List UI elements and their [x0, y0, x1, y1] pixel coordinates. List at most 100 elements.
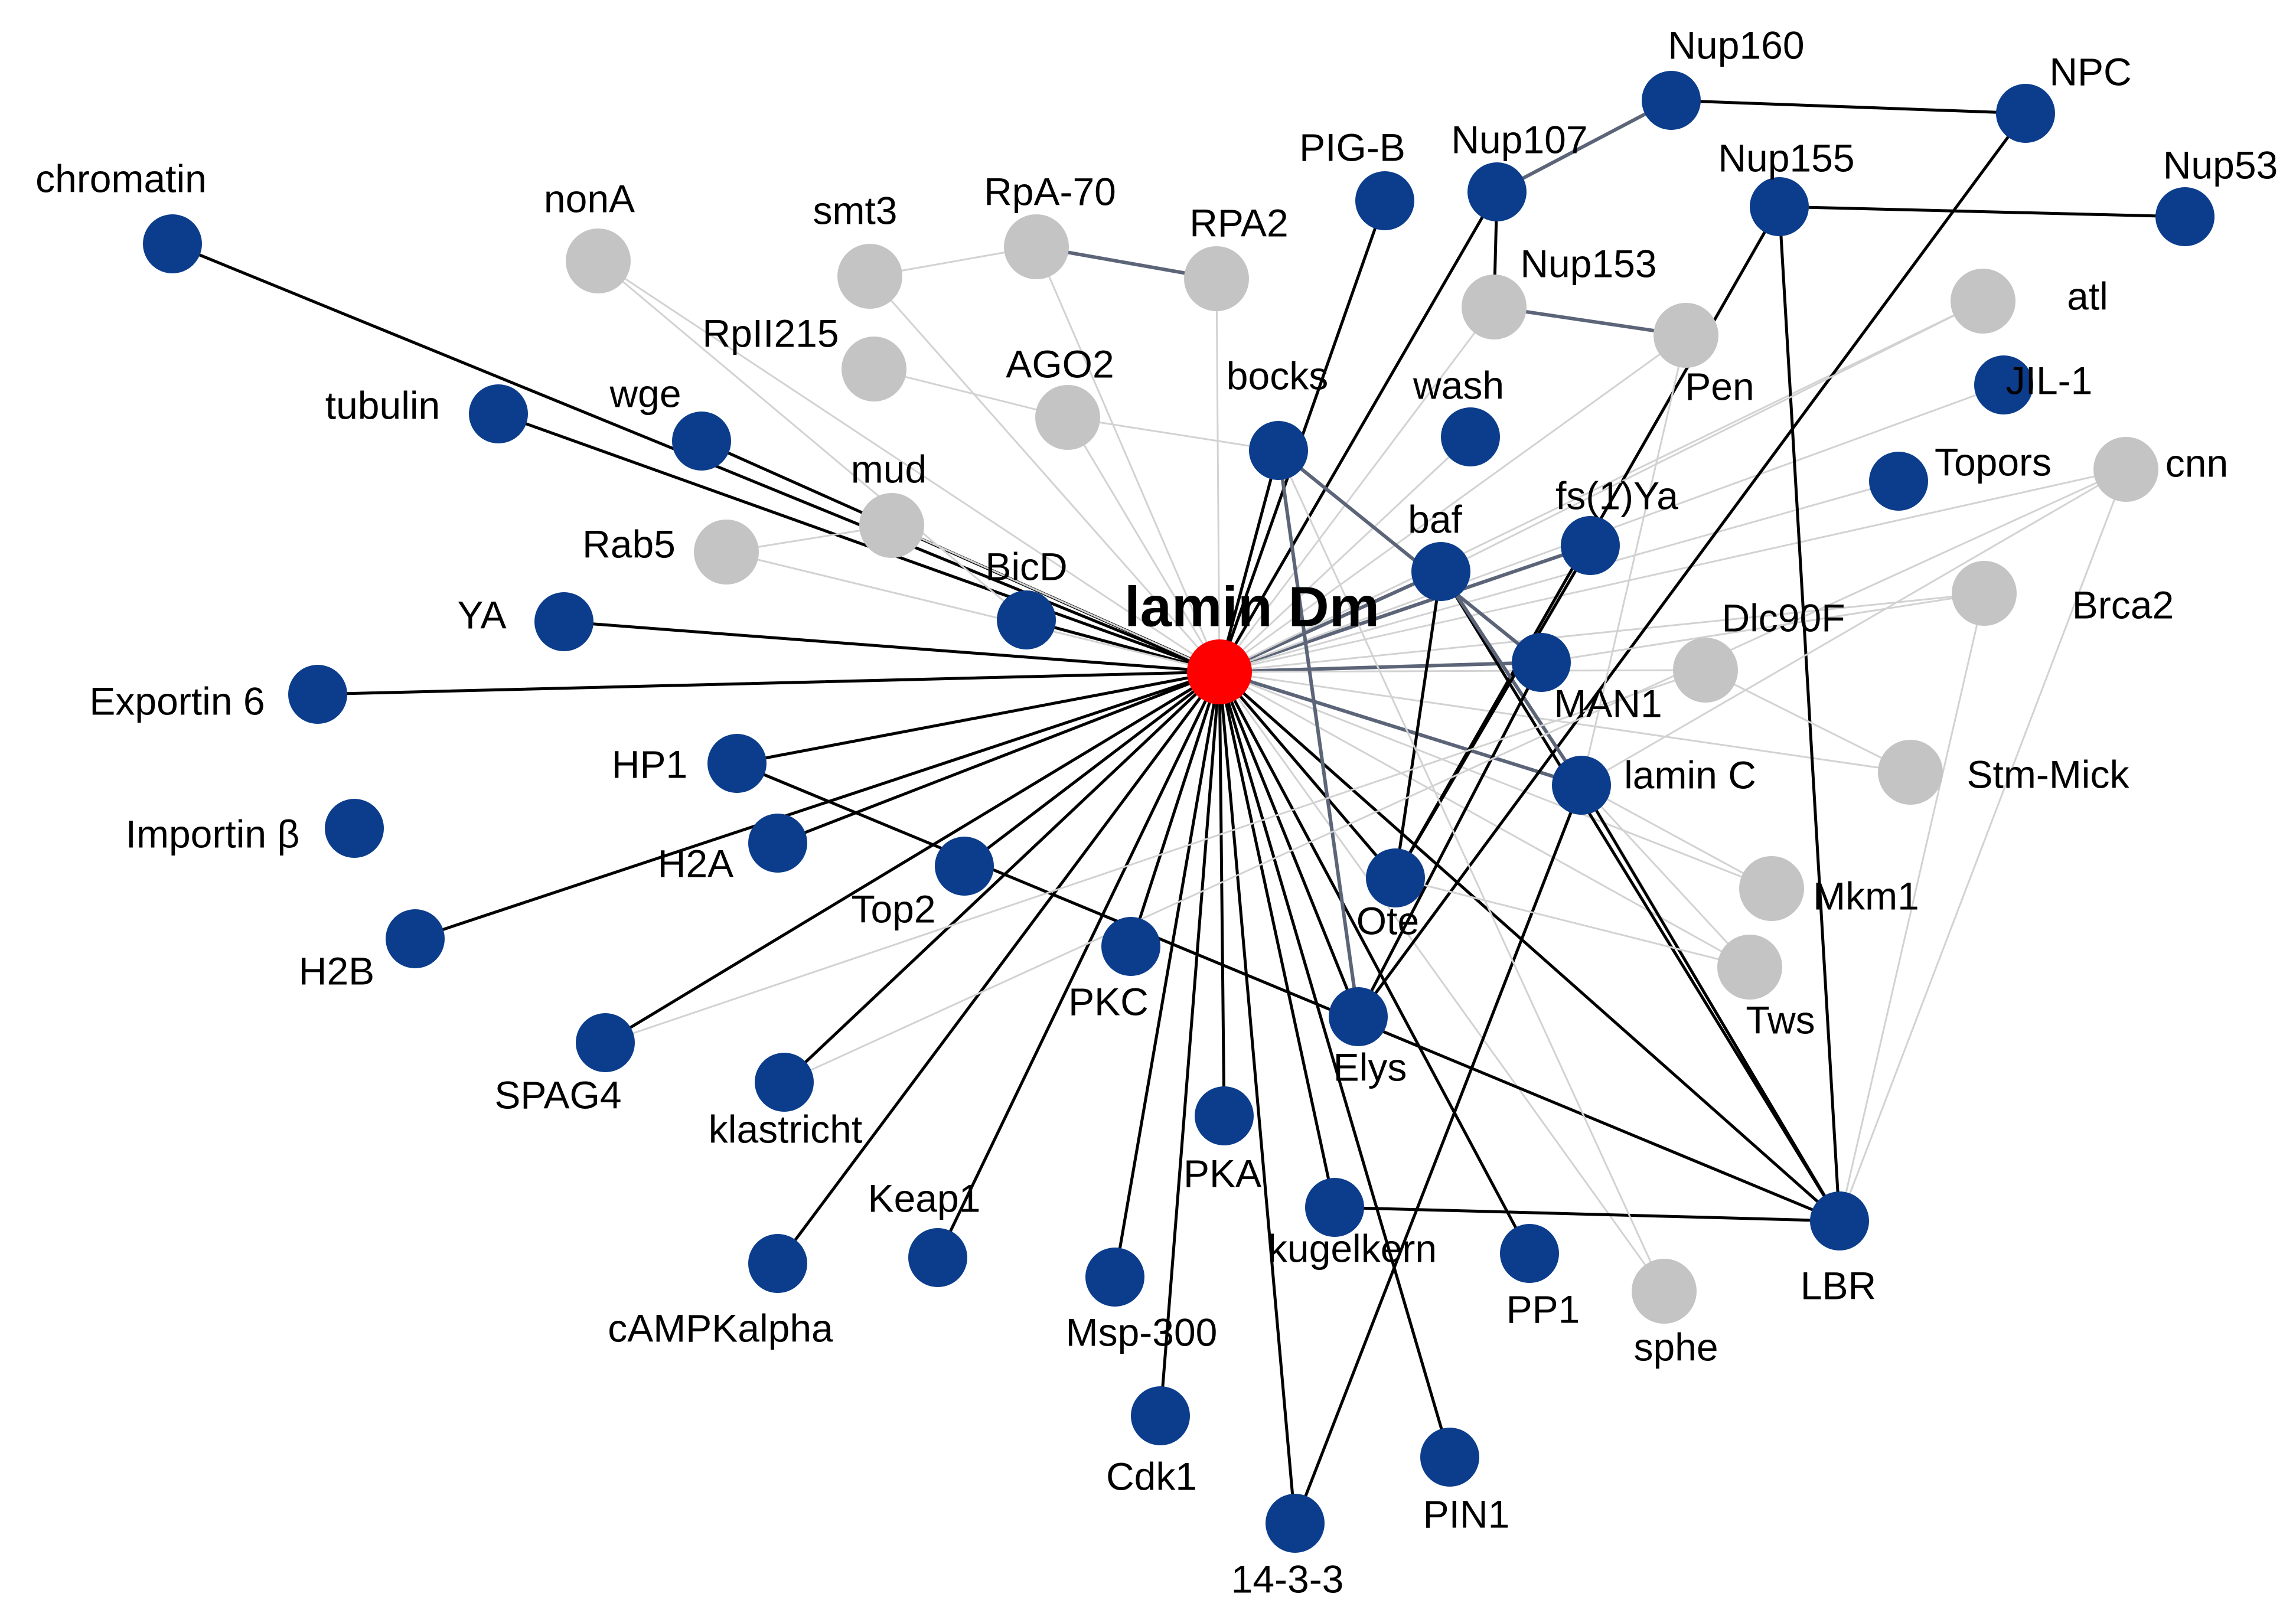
node-label-atl: atl	[2067, 274, 2108, 318]
node-hp1[interactable]	[707, 734, 767, 793]
node-nup107[interactable]	[1467, 162, 1527, 221]
edge-lamin_dm-nup153	[1218, 306, 1495, 673]
node-bicd[interactable]	[997, 590, 1056, 649]
node-pigb[interactable]	[1355, 171, 1414, 230]
node-label-pin1: PIN1	[1423, 1492, 1510, 1536]
node-label-ago2: AGO2	[1006, 342, 1114, 386]
node-label-tubulin: tubulin	[325, 383, 441, 427]
node-brca2[interactable]	[1952, 561, 2017, 626]
edge-lamin_dm-ago2	[1067, 416, 1221, 673]
node-top2[interactable]	[935, 837, 994, 896]
node-klastricht[interactable]	[755, 1053, 814, 1112]
edge-lamin_dm-rpa70	[1035, 246, 1221, 673]
node-bocks[interactable]	[1249, 421, 1308, 480]
node-rpa70[interactable]	[1004, 214, 1069, 279]
edge-lamin_dm-keap1	[936, 670, 1221, 1259]
node-pka[interactable]	[1195, 1086, 1254, 1145]
node-topors[interactable]	[1869, 452, 1928, 511]
edge-lamin_dm-nup107	[1218, 190, 1499, 674]
node-baf[interactable]	[1411, 542, 1470, 601]
node-p1433[interactable]	[1266, 1494, 1325, 1553]
node-sphe[interactable]	[1632, 1259, 1697, 1324]
node-pkc[interactable]	[1101, 917, 1160, 976]
node-h2b[interactable]	[386, 909, 445, 968]
node-nona[interactable]	[566, 228, 631, 293]
node-importin_b[interactable]	[325, 799, 384, 858]
node-nup160[interactable]	[1642, 71, 1701, 130]
node-label-hp1: HP1	[612, 742, 687, 786]
node-label-ote: Ote	[1356, 899, 1419, 942]
edge-rpii215-ago2	[873, 368, 1069, 419]
node-smt3[interactable]	[837, 244, 902, 309]
edge-lamin_dm-atl	[1218, 300, 1984, 673]
node-campkalpha[interactable]	[748, 1234, 807, 1293]
node-exportin6[interactable]	[288, 665, 347, 724]
node-cdk1[interactable]	[1131, 1386, 1190, 1445]
node-label-importin_b: Importin β	[126, 812, 300, 856]
node-nup53[interactable]	[2155, 187, 2215, 246]
node-spag4[interactable]	[576, 1013, 635, 1072]
node-ote[interactable]	[1366, 848, 1425, 907]
node-npc[interactable]	[1996, 84, 2055, 143]
node-pen[interactable]	[1653, 303, 1718, 368]
edge-tws-ote	[1394, 877, 1751, 968]
node-label-cnn: cnn	[2165, 441, 2228, 485]
node-ya[interactable]	[534, 592, 593, 651]
node-msp300[interactable]	[1085, 1248, 1144, 1307]
node-man1[interactable]	[1512, 633, 1571, 692]
node-ago2[interactable]	[1035, 385, 1100, 450]
node-h2a[interactable]	[748, 814, 807, 873]
edge-nup155-nup53	[1778, 205, 2187, 218]
node-laminc[interactable]	[1552, 756, 1611, 815]
node-keap1[interactable]	[908, 1228, 967, 1287]
node-label-elys: Elys	[1333, 1045, 1407, 1089]
node-fs1ya[interactable]	[1561, 516, 1620, 575]
node-rpii215[interactable]	[842, 337, 906, 401]
node-wge[interactable]	[672, 412, 731, 471]
edge-lamin_dm-hp1	[735, 670, 1221, 765]
node-label-keap1: Keap1	[868, 1176, 981, 1220]
node-wash[interactable]	[1441, 407, 1500, 466]
node-chromatin[interactable]	[143, 214, 202, 273]
node-label-top2: Top2	[851, 887, 935, 930]
edge-cnn-lbr	[1838, 468, 2127, 1222]
node-lbr[interactable]	[1810, 1191, 1869, 1250]
node-tubulin[interactable]	[469, 384, 528, 443]
node-label-baf: baf	[1408, 497, 1462, 541]
node-label-spag4: SPAG4	[494, 1073, 621, 1116]
edge-lamin_dm-nona	[597, 260, 1221, 673]
node-rab5[interactable]	[694, 520, 759, 585]
edge-lamin_dm-h2a	[776, 670, 1221, 845]
node-mkm1[interactable]	[1739, 856, 1804, 921]
node-label-pigb: PIG-B	[1299, 125, 1405, 169]
edge-lamin_dm-stmmick	[1218, 671, 1912, 773]
node-stmmick[interactable]	[1878, 740, 1943, 805]
edge-man1-elys	[1356, 661, 1543, 1018]
node-lamin_dm[interactable]	[1187, 639, 1252, 704]
node-label-lbr: LBR	[1801, 1263, 1876, 1307]
edge-lamin_dm-laminc	[1218, 670, 1583, 787]
node-kugelkern[interactable]	[1305, 1178, 1364, 1237]
edge-lamin_dm-msp300	[1113, 670, 1221, 1279]
node-label-bicd: BicD	[985, 544, 1067, 588]
node-rpa2[interactable]	[1184, 246, 1249, 311]
node-mud[interactable]	[859, 493, 924, 558]
node-pp1[interactable]	[1500, 1224, 1559, 1283]
node-dlc90f[interactable]	[1673, 638, 1738, 703]
node-jil1[interactable]	[1974, 355, 2033, 414]
edge-lamin_dm-topors	[1218, 480, 1900, 673]
edge-lamin_dm-smt3	[869, 275, 1221, 673]
edge-lamin_dm-baf	[1218, 570, 1443, 674]
node-pin1[interactable]	[1420, 1428, 1479, 1487]
node-atl[interactable]	[1951, 269, 2015, 334]
node-label-topors: Topors	[1935, 440, 2052, 484]
edge-lamin_dm-wash	[1218, 436, 1472, 673]
node-tws[interactable]	[1717, 935, 1782, 1000]
node-label-ya: YA	[457, 593, 506, 636]
node-label-nup107: Nup107	[1451, 117, 1587, 161]
edge-nup155-lbr	[1778, 205, 1841, 1223]
node-nup153[interactable]	[1462, 275, 1527, 339]
node-elys[interactable]	[1329, 987, 1388, 1046]
node-cnn[interactable]	[2093, 437, 2158, 502]
node-nup155[interactable]	[1750, 177, 1809, 236]
